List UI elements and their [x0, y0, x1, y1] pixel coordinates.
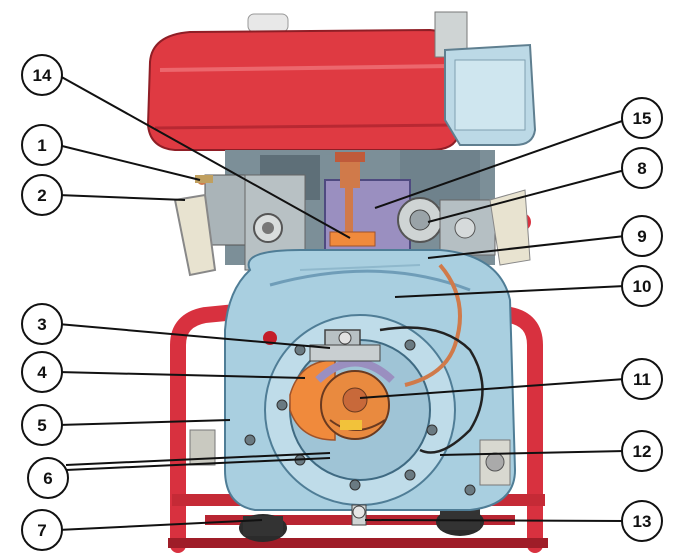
pump-housing [224, 249, 517, 526]
svg-text:14: 14 [33, 66, 52, 85]
callout-11: 11 [621, 358, 663, 400]
leader-15 [374, 119, 626, 209]
leader-6a [65, 452, 331, 466]
leader-5 [57, 419, 231, 426]
svg-text:12: 12 [633, 442, 652, 461]
housing-bolts [244, 339, 476, 496]
callout-6: 6 [27, 457, 69, 499]
svg-text:6: 6 [43, 469, 52, 488]
leader-6b [65, 457, 331, 471]
feet [239, 508, 484, 542]
callout-5: 5 [21, 404, 63, 446]
callouts: 14 1 2 3 4 5 6 7 15 8 9 10 11 12 13 [21, 54, 663, 551]
svg-text:9: 9 [637, 227, 646, 246]
svg-text:11: 11 [633, 370, 651, 389]
callout-8: 8 [621, 147, 663, 189]
svg-text:13: 13 [633, 512, 652, 531]
svg-text:15: 15 [633, 109, 652, 128]
leader-11 [359, 378, 626, 399]
svg-text:1: 1 [37, 136, 46, 155]
leader-7 [57, 519, 263, 531]
callout-14: 14 [21, 54, 63, 96]
svg-text:5: 5 [37, 416, 46, 435]
callout-13: 13 [621, 500, 663, 542]
leader-3 [57, 323, 331, 349]
leader-13 [364, 519, 626, 522]
leader-10 [394, 285, 626, 298]
callout-3: 3 [21, 303, 63, 345]
leader-9 [427, 235, 626, 259]
callout-4: 4 [21, 351, 63, 393]
leader-2 [57, 194, 186, 201]
callout-1: 1 [21, 124, 63, 166]
callout-2: 2 [21, 174, 63, 216]
leader-4 [57, 371, 306, 379]
leader-14 [57, 74, 351, 239]
fuel-tank [146, 13, 459, 151]
leader-1 [57, 144, 201, 181]
svg-text:4: 4 [37, 363, 47, 382]
leader-8 [427, 169, 626, 223]
air-filter-box [434, 11, 537, 146]
callout-15: 15 [621, 97, 663, 139]
leader-12 [439, 450, 626, 456]
svg-text:10: 10 [633, 277, 652, 296]
leader-lines [57, 74, 626, 531]
svg-text:2: 2 [37, 186, 46, 205]
callout-7: 7 [21, 509, 63, 551]
svg-text:7: 7 [37, 521, 46, 540]
callout-9: 9 [621, 215, 663, 257]
svg-text:3: 3 [37, 315, 46, 334]
callout-12: 12 [621, 430, 663, 472]
svg-text:8: 8 [637, 159, 646, 178]
callout-10: 10 [621, 265, 663, 307]
